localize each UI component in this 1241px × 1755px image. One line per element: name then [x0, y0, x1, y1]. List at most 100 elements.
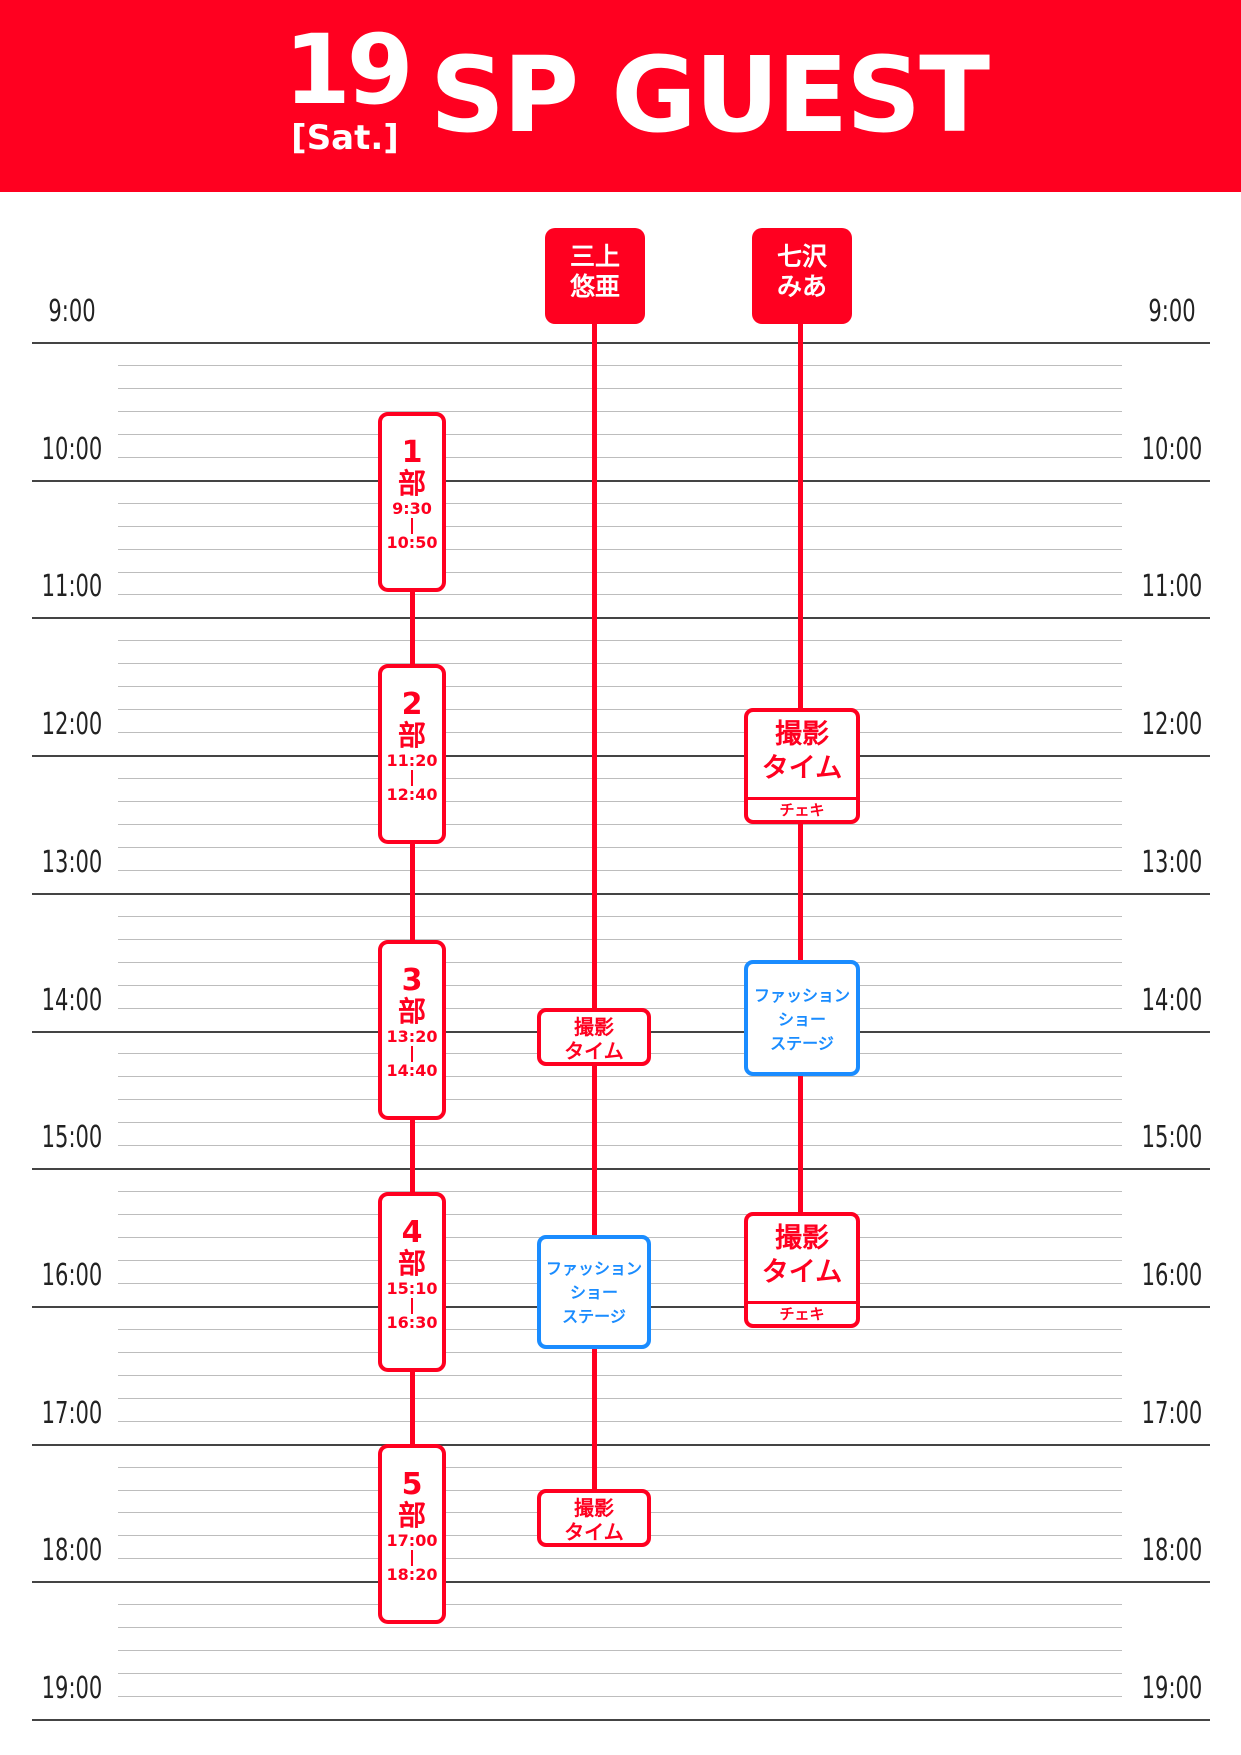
minor-line	[118, 1352, 1122, 1353]
minor-line	[118, 1673, 1122, 1674]
event-line: タイム	[564, 1520, 624, 1544]
session-2: 2 部 11:20 12:40	[378, 664, 446, 844]
hour-label-left: 17:00	[41, 1396, 103, 1431]
session-dash	[411, 1046, 413, 1062]
minor-line	[118, 1375, 1122, 1376]
session-dash	[411, 1298, 413, 1314]
minor-line	[118, 526, 1122, 527]
session-number: 2	[401, 687, 423, 722]
minor-line	[118, 870, 1122, 871]
session-number: 1	[401, 435, 423, 470]
hour-label-right: 19:00	[1141, 1671, 1203, 1706]
hour-label-left: 19:00	[41, 1671, 103, 1706]
guest-2-photo-time-2: 撮影 タイム チェキ	[744, 1212, 860, 1328]
session-unit: 部	[397, 995, 426, 1028]
hour-label-right: 13:00	[1141, 845, 1203, 880]
event-line: ステージ	[562, 1307, 626, 1326]
hour-label-right: 17:00	[1141, 1396, 1203, 1431]
guest-name-line: 七沢	[776, 242, 827, 271]
minor-line	[118, 732, 1122, 733]
session-number: 4	[401, 1215, 423, 1250]
header-day-of-week: [Sat.]	[291, 118, 399, 158]
minor-line	[118, 1558, 1122, 1559]
minor-line	[118, 1604, 1122, 1605]
minor-line	[118, 1191, 1122, 1192]
minor-line	[118, 778, 1122, 779]
guest-1-photo-time-1: 撮影 タイム	[537, 1008, 651, 1066]
session-start: 17:00	[386, 1531, 438, 1550]
guest-name-line: 三上	[569, 242, 620, 271]
guest-1-timeline	[592, 320, 597, 1495]
minor-line	[118, 365, 1122, 366]
event-line: 撮影	[775, 1223, 829, 1254]
event-sub-label: チェキ	[748, 1301, 856, 1324]
guest-2-fashion-show: ファッション ショー ステージ	[744, 960, 860, 1076]
minor-line	[118, 916, 1122, 917]
minor-line	[118, 640, 1122, 641]
session-end: 12:40	[386, 785, 438, 804]
minor-line	[118, 824, 1122, 825]
session-start: 11:20	[386, 751, 438, 770]
session-number: 3	[401, 963, 423, 998]
event-line: 撮影	[574, 1496, 614, 1520]
minor-line	[118, 1650, 1122, 1651]
session-end: 10:50	[386, 533, 438, 552]
header-title: SP GUEST	[430, 34, 990, 156]
session-end: 14:40	[386, 1061, 438, 1080]
minor-line	[118, 1122, 1122, 1123]
minor-line	[118, 985, 1122, 986]
minor-line	[118, 388, 1122, 389]
minor-line	[118, 663, 1122, 664]
guest-name-line: みあ	[776, 272, 827, 301]
minor-line	[118, 939, 1122, 940]
session-number: 5	[401, 1467, 423, 1502]
event-line: 撮影	[574, 1015, 614, 1039]
minor-line	[118, 1627, 1122, 1628]
hour-label-left: 10:00	[41, 432, 103, 467]
session-dash	[411, 1550, 413, 1566]
minor-line	[118, 847, 1122, 848]
hour-label-left: 13:00	[41, 845, 103, 880]
session-3: 3 部 13:20 14:40	[378, 940, 446, 1120]
minor-line	[118, 1214, 1122, 1215]
session-start: 9:30	[392, 499, 432, 518]
minor-line	[118, 1467, 1122, 1468]
event-line: ショー	[569, 1283, 618, 1302]
session-end: 16:30	[386, 1313, 438, 1332]
minor-line	[118, 457, 1122, 458]
minor-line	[118, 411, 1122, 412]
minor-line	[118, 1696, 1122, 1697]
hour-label-left: 18:00	[41, 1533, 103, 1568]
session-unit: 部	[397, 467, 426, 500]
minor-line	[118, 594, 1122, 595]
session-start: 13:20	[386, 1027, 438, 1046]
hour-line	[32, 1581, 1210, 1583]
minor-line	[118, 686, 1122, 687]
event-line: ファッション	[545, 1259, 642, 1278]
minor-line	[118, 1145, 1122, 1146]
session-dash	[411, 518, 413, 534]
minor-line	[118, 801, 1122, 802]
minor-line	[118, 434, 1122, 435]
event-line: ステージ	[770, 1034, 834, 1053]
guest-2-photo-time-1: 撮影 タイム チェキ	[744, 708, 860, 824]
hour-label-left: 9:00	[48, 294, 96, 329]
hour-label-right: 18:00	[1141, 1533, 1203, 1568]
hour-line	[32, 1444, 1210, 1446]
guest-1-photo-time-2: 撮影 タイム	[537, 1489, 651, 1547]
hour-label-left: 15:00	[41, 1120, 103, 1155]
session-5: 5 部 17:00 18:20	[378, 1444, 446, 1624]
minor-line	[118, 503, 1122, 504]
minor-line	[118, 709, 1122, 710]
guest-name-line: 悠亜	[569, 272, 620, 301]
page-header: 19 [Sat.] SP GUEST	[0, 0, 1241, 192]
hour-line	[32, 342, 1210, 344]
session-end: 18:20	[386, 1565, 438, 1584]
session-unit: 部	[397, 1499, 426, 1532]
hour-label-right: 12:00	[1141, 707, 1203, 742]
session-4: 4 部 15:10 16:30	[378, 1192, 446, 1372]
hour-line	[32, 1719, 1210, 1721]
event-line: タイム	[761, 753, 843, 784]
hour-label-right: 9:00	[1148, 294, 1196, 329]
guest-1-name-tag: 三上 悠亜	[545, 228, 645, 324]
